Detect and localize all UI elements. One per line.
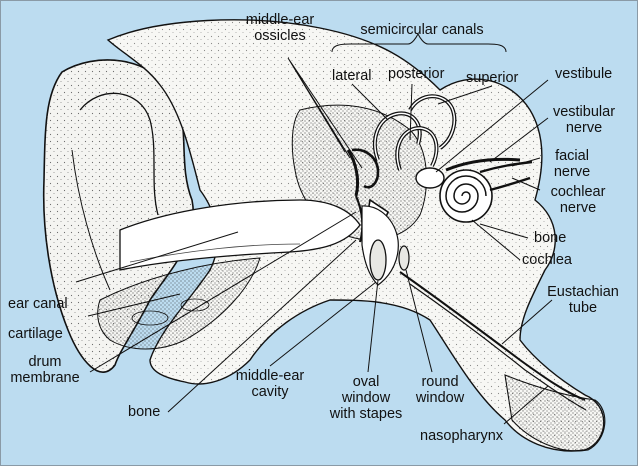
vestibule-shape <box>416 168 444 188</box>
label-vestibule: vestibule <box>555 66 612 82</box>
label-nasopharynx: nasopharynx <box>420 428 503 444</box>
label-text: oval window with stapes <box>330 374 403 422</box>
label-bone-bottom: bone <box>128 404 160 420</box>
label-eustachian-tube: Eustachian tube <box>540 284 626 316</box>
label-vestibular-nerve: vestibular nerve <box>548 104 620 136</box>
label-facial-nerve: facial nerve <box>542 148 602 180</box>
label-text: Eustachian tube <box>547 284 619 316</box>
label-text: facial nerve <box>554 148 590 180</box>
label-drum-membrane: drum membrane <box>8 354 82 386</box>
label-round-window: round window <box>410 374 470 406</box>
label-cartilage: cartilage <box>8 326 63 342</box>
label-lateral: lateral <box>332 68 372 84</box>
label-cochlea: cochlea <box>522 252 572 268</box>
label-cochlear-nerve: cochlear nerve <box>542 184 614 216</box>
label-middle-ear-ossicles: middle-ear ossicles <box>232 12 328 44</box>
label-text: round window <box>416 374 464 406</box>
oval-window-shape <box>370 240 386 280</box>
label-text: cochlear nerve <box>551 184 606 216</box>
round-window-shape <box>399 246 409 270</box>
label-bone-right: bone <box>534 230 566 246</box>
cochlea-shape <box>440 170 492 222</box>
label-middle-ear-cavity: middle-ear cavity <box>224 368 316 400</box>
label-text: middle-ear ossicles <box>246 12 315 44</box>
label-ear-canal: ear canal <box>8 296 68 312</box>
label-text: middle-ear cavity <box>236 368 305 400</box>
label-oval-window: oval window with stapes <box>318 374 414 422</box>
label-superior: superior <box>466 70 518 86</box>
label-semicircular-canals: semicircular canals <box>342 22 502 38</box>
label-text: drum membrane <box>10 354 79 386</box>
label-posterior: posterior <box>388 66 444 82</box>
label-text: vestibular nerve <box>553 104 615 136</box>
